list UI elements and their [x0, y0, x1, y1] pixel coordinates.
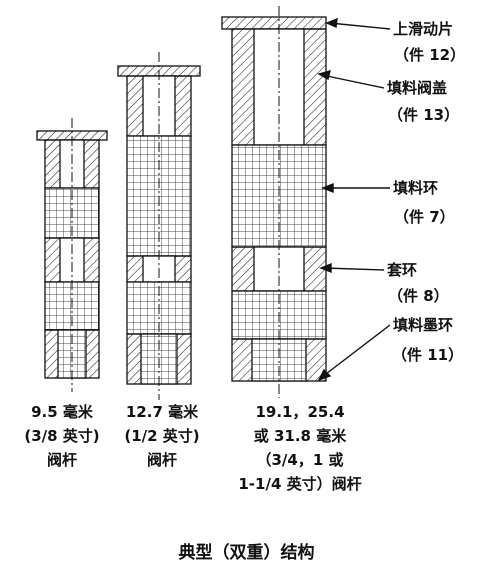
large-upper-slide [221, 16, 327, 30]
small-stem-assembly [36, 118, 108, 392]
callout-packing-follower-title: 填料墨环 [393, 316, 454, 334]
callout-packing-follower-part: （件 11） [392, 346, 464, 364]
arrow-upper-slide [329, 22, 391, 30]
arrow-packing-box [321, 74, 385, 89]
caption-large-line-1: 19.1，25.4 [255, 403, 345, 421]
callout-packing-box-title: 填料阀盖 [387, 79, 448, 97]
caption-medium-stem: 12.7 毫米 (1/2 英寸) 阀杆 [110, 400, 214, 472]
figure-title: 典型（双重）结构 [178, 543, 315, 563]
leader-arrows [317, 17, 391, 382]
callout-sleeve-ring-part: （件 8） [388, 287, 449, 305]
caption-medium-line-3: 阀杆 [146, 451, 177, 469]
callout-packing-ring-title: 填料环 [393, 179, 439, 197]
callout-packing-box-part: （件 13） [388, 106, 460, 124]
medium-stem-assembly [117, 52, 201, 400]
caption-small-stem: 9.5 毫米 (3/8 英寸) 阀杆 [10, 400, 114, 472]
caption-large-stem: 19.1，25.4 或 31.8 毫米 （3/4，1 或 1-1/4 英寸）阀杆 [212, 400, 388, 496]
caption-small-line-2: (3/8 英寸) [24, 427, 100, 445]
caption-large-line-3: （3/4，1 或 [256, 451, 344, 469]
callout-upper-slide-part: （件 12） [394, 46, 466, 64]
callout-sleeve-ring-title: 套环 [387, 261, 418, 279]
caption-large-line-4: 1-1/4 英寸）阀杆 [238, 475, 362, 493]
arrow-packing-follower [321, 324, 391, 378]
caption-medium-line-1: 12.7 毫米 [125, 403, 199, 421]
caption-medium-line-2: (1/2 英寸) [124, 427, 200, 445]
callout-upper-slide-title: 上滑动片 [393, 20, 454, 38]
caption-small-line-3: 阀杆 [46, 451, 77, 469]
arrow-sleeve-ring [323, 267, 385, 271]
large-stem-assembly [221, 6, 327, 398]
caption-large-line-2: 或 31.8 毫米 [253, 427, 347, 445]
caption-small-line-1: 9.5 毫米 [31, 403, 93, 421]
callout-packing-ring-part: （件 7） [394, 208, 455, 226]
